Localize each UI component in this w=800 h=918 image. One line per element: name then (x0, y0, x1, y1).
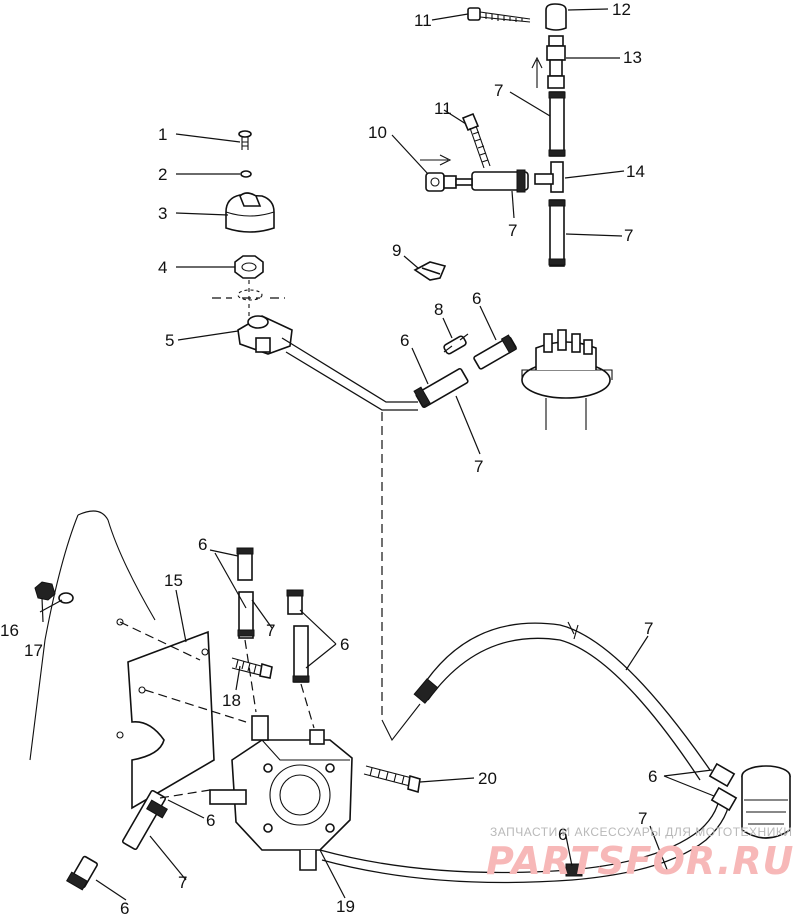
callout-12: 12 (612, 0, 631, 19)
callout-11-top: 11 (414, 11, 432, 30)
callout-7-tee: 7 (508, 221, 517, 240)
callout-3: 3 (158, 204, 167, 223)
callout-7-top: 7 (494, 81, 503, 100)
pump-assembly (29, 510, 421, 891)
washer-part-2 (240, 170, 252, 178)
watermark-logo: PARTSFOR.RU (486, 839, 794, 883)
valve-part-5 (237, 315, 293, 355)
arrow-right (420, 154, 452, 166)
hose-part-6-right (473, 334, 518, 370)
washer-part-17 (58, 592, 74, 604)
valve-stack (212, 130, 418, 411)
callout-8: 8 (434, 300, 443, 319)
fitting-part-8 (443, 333, 469, 355)
bracket-part-15 (127, 630, 215, 810)
fuel-line-from-valve (281, 337, 418, 411)
clip-part-9 (413, 261, 447, 281)
callout-6-filter: 6 (648, 767, 657, 786)
watermark: ЗАПЧАСТИ И АКСЕССУАРЫ ДЛЯ МОТОТЕХНИКИ PA… (486, 825, 794, 883)
nut-part-16 (34, 581, 56, 601)
callout-1: 1 (158, 125, 167, 144)
valve-part-10 (425, 172, 473, 192)
knob-part-3 (225, 192, 275, 233)
callout-15: 15 (164, 571, 183, 590)
callout-labels: 1 2 3 4 5 11 12 13 7 11 10 14 7 7 9 8 6 … (0, 0, 657, 918)
middle-hose-group (381, 261, 613, 742)
callout-6-pump-right: 6 (340, 635, 349, 654)
callout-7-pump: 7 (266, 621, 275, 640)
hose-part-7-lower (549, 199, 565, 267)
leader-lines (39, 8, 715, 901)
callout-17: 17 (24, 641, 43, 660)
pump-lower-hoses (66, 789, 211, 891)
callout-7-mid: 7 (474, 457, 483, 476)
hose-part-7-upper (549, 91, 565, 157)
fitting-assembly (420, 3, 567, 267)
callout-6-mid-right: 6 (472, 289, 481, 308)
screw-part-1 (238, 130, 252, 150)
nipple-part-13 (546, 35, 566, 89)
callout-7-lower-left: 7 (178, 873, 187, 892)
watermark-subtitle: ЗАПЧАСТИ И АКСЕССУАРЫ ДЛЯ МОТОТЕХНИКИ (490, 825, 792, 839)
fuel-pump-part-19 (209, 715, 353, 871)
fuel-filter (708, 762, 791, 839)
callout-6-pump-left: 6 (198, 535, 207, 554)
callout-6-bottom: 6 (120, 899, 129, 918)
callout-4: 4 (158, 258, 167, 277)
callout-5: 5 (165, 331, 174, 350)
callout-19: 19 (336, 897, 355, 916)
nut-part-4 (234, 255, 264, 279)
callout-18: 18 (222, 691, 241, 710)
bolt-part-18 (231, 657, 273, 679)
bolt-part-20 (363, 765, 421, 794)
callout-20: 20 (478, 769, 497, 788)
callout-2: 2 (158, 165, 167, 184)
callout-7-hose: 7 (644, 619, 653, 638)
callout-6-bottom-hose: 6 (558, 825, 567, 844)
fuel-sender (521, 329, 613, 430)
callout-9: 9 (392, 241, 401, 260)
callout-13: 13 (623, 48, 642, 67)
callout-7-lower: 7 (624, 226, 633, 245)
callout-14: 14 (626, 162, 645, 181)
screw-part-11-mid (461, 112, 491, 169)
callout-6-lower-left: 6 (206, 811, 215, 830)
callout-11-mid: 11 (434, 99, 452, 118)
callout-10: 10 (368, 123, 387, 142)
tee-fitting-part-14 (534, 161, 564, 193)
callout-16: 16 (0, 621, 19, 640)
cap-part-12 (545, 3, 567, 31)
fuel-hose-to-filter (319, 621, 731, 884)
screw-part-11-top (467, 7, 531, 23)
pump-upper-hoses (236, 547, 315, 729)
callout-7-bottom-hose: 7 (638, 809, 647, 828)
hose-part-6-left (413, 368, 469, 408)
arrow-up (531, 56, 543, 88)
callout-6-mid-left: 6 (400, 331, 409, 350)
